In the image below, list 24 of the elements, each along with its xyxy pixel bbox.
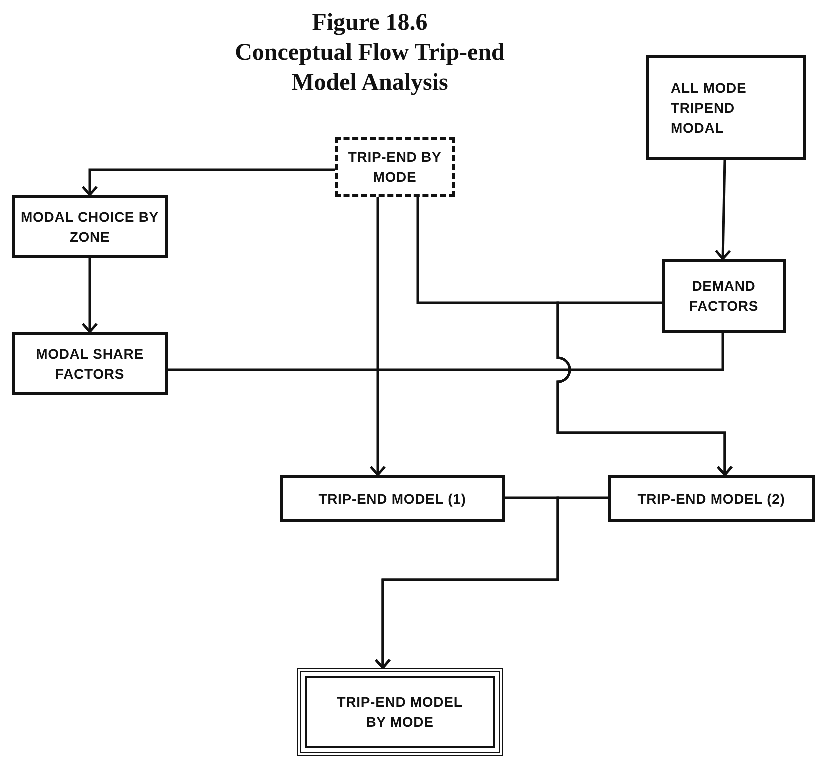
process-box bbox=[297, 668, 503, 756]
figure-number: Figure 18.6 bbox=[312, 9, 428, 38]
box-label: MODAL CHOICE BY ZONE bbox=[20, 208, 160, 246]
connector-arrow bbox=[556, 302, 734, 476]
process-box bbox=[280, 475, 505, 522]
process-box bbox=[12, 195, 168, 258]
box-label: TRIP-END MODEL BY MODE bbox=[336, 693, 464, 732]
process-box bbox=[608, 475, 815, 522]
diagram-title: Conceptual Flow Trip-end Model Analysis bbox=[234, 39, 506, 98]
box-label: TRIP-END MODEL (2) bbox=[636, 490, 786, 508]
process-box bbox=[335, 137, 455, 197]
connector-arrow bbox=[82, 258, 98, 334]
box-label: TRIP-END MODEL (1) bbox=[318, 490, 468, 508]
connector-arrow bbox=[374, 496, 608, 670]
process-box bbox=[646, 55, 806, 160]
connector-arrow bbox=[82, 168, 335, 196]
box-label: ALL MODE TRIPEND MODAL bbox=[671, 78, 748, 138]
process-box bbox=[662, 259, 786, 333]
box-label: TRIP-END BY MODE bbox=[347, 148, 443, 187]
box-label: DEMAND FACTORS bbox=[688, 277, 760, 316]
box-label: MODAL SHARE FACTORS bbox=[35, 344, 145, 384]
process-box bbox=[12, 332, 168, 395]
connector-arrow bbox=[370, 197, 386, 476]
connector-arrow bbox=[714, 160, 732, 260]
